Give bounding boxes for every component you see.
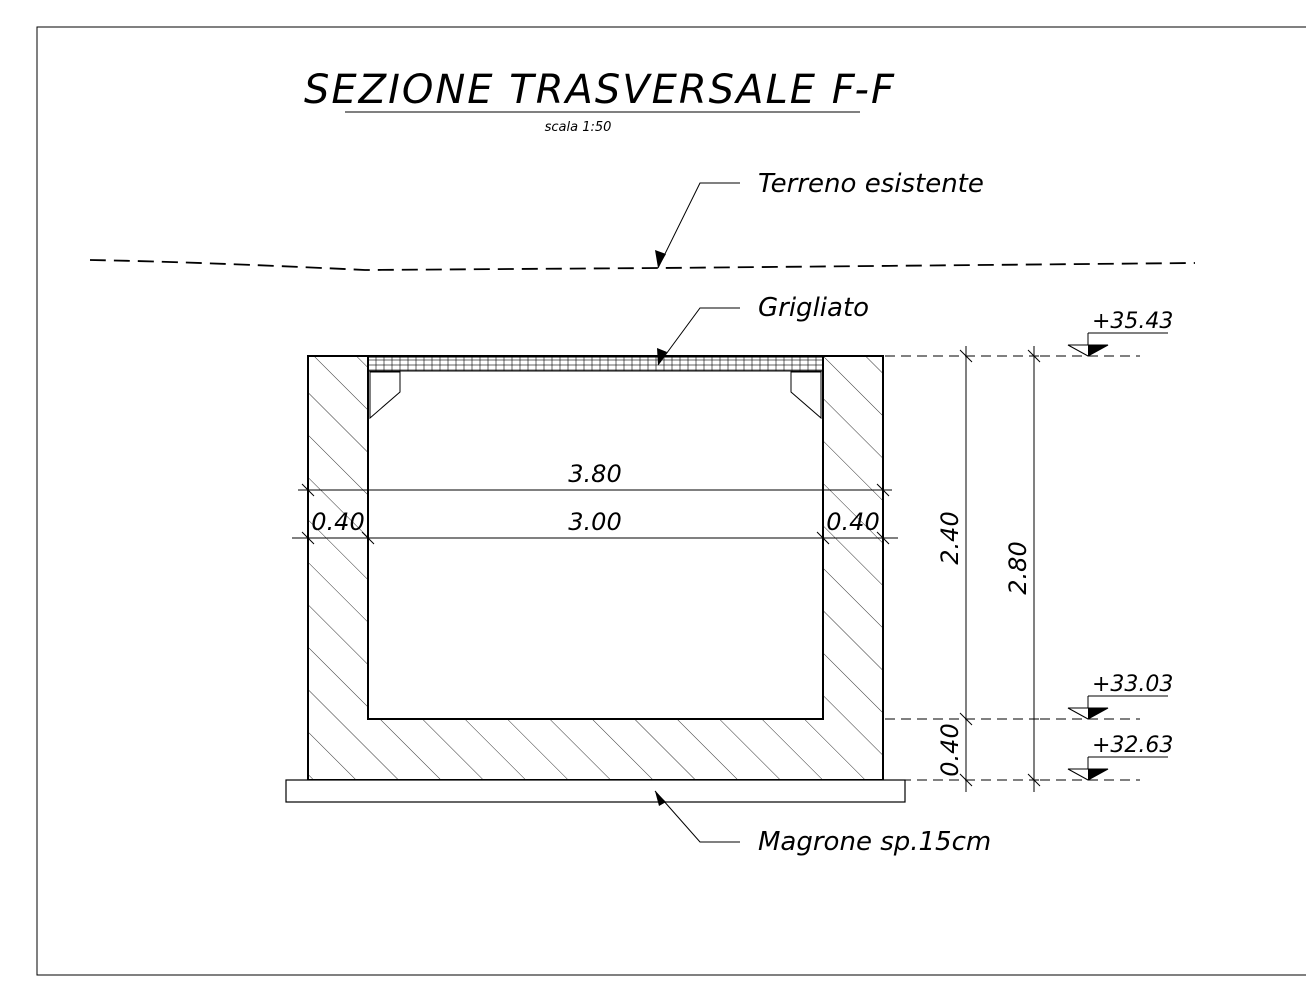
dim-tick (361, 531, 375, 545)
left-support-angle (369, 371, 401, 420)
grating-leader (657, 307, 740, 366)
dim-tick (959, 349, 973, 363)
dim-tick (876, 483, 890, 497)
elevation-top: +35.43 (1092, 309, 1173, 334)
right-support-angle (790, 371, 822, 420)
grating-label: Grigliato (758, 293, 869, 323)
drawing-frame (36, 26, 1306, 976)
lean-concrete-arrowhead (655, 791, 666, 806)
dim-tick (876, 531, 890, 545)
drawing-scale: scala 1:50 (545, 120, 612, 135)
lean-concrete-leader (654, 790, 740, 843)
ground-arrowhead (655, 250, 666, 268)
overall-width-dim: 3.80 (568, 460, 621, 488)
base-thickness-dim: 0.40 (936, 723, 964, 776)
drawing-title: SEZIONE TRASVERSALE F-F (304, 67, 896, 113)
dim-tick (816, 531, 830, 545)
inner-width-dim: 3.00 (568, 508, 621, 536)
lean-concrete-slab (285, 779, 906, 803)
grating (367, 356, 824, 372)
left-wall-dim: 0.40 (311, 508, 364, 536)
elevation-base: +32.63 (1092, 733, 1173, 758)
lean-concrete-label: Magrone sp.15cm (758, 827, 991, 857)
elevation-marker-top: +35.43 (1040, 309, 1173, 357)
elevation-inner-bottom: +33.03 (1092, 672, 1173, 697)
dim-tick (301, 483, 315, 497)
total-height-dim: 2.80 (1004, 541, 1032, 594)
dim-tick (1027, 349, 1041, 363)
ground-label: Terreno esistente (758, 169, 984, 199)
ground-leader (657, 182, 740, 269)
grating-arrowhead (657, 348, 667, 365)
elevation-marker-base: +32.63 (1040, 733, 1173, 781)
dim-tick (1027, 773, 1041, 787)
inner-height-dim: 2.40 (936, 511, 964, 564)
right-wall-dim: 0.40 (826, 508, 879, 536)
dim-tick (959, 712, 973, 726)
dim-tick (301, 531, 315, 545)
elevation-marker-inner-bottom: +33.03 (1040, 672, 1173, 720)
dim-tick (959, 773, 973, 787)
ground-line (89, 259, 1196, 271)
